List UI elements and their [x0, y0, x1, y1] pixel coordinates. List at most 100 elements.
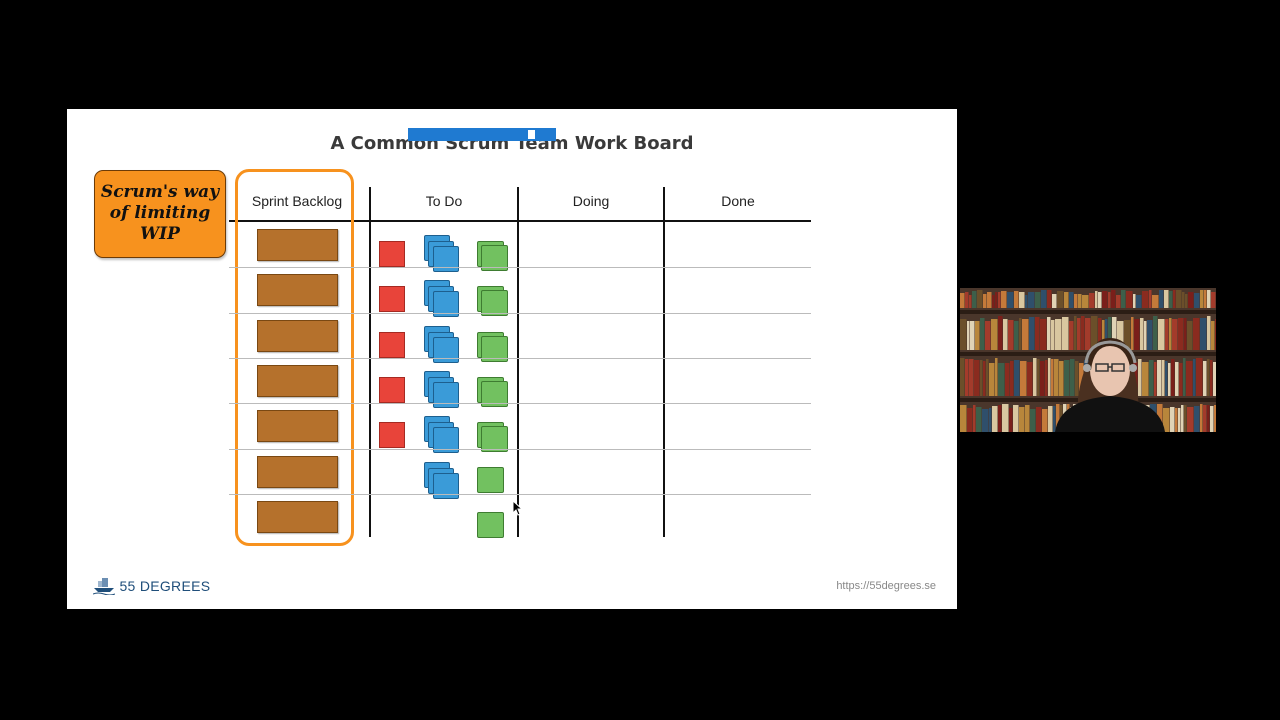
- book-spine: [1169, 291, 1173, 308]
- book-spine: [1027, 362, 1033, 396]
- book-spine: [1028, 292, 1035, 308]
- book-spine: [1064, 292, 1069, 308]
- book-spine: [1185, 294, 1188, 308]
- book-spine: [1054, 359, 1059, 396]
- task-sticky-red[interactable]: [379, 286, 405, 312]
- task-sticky-red[interactable]: [379, 241, 405, 267]
- backlog-item-card[interactable]: [257, 229, 338, 261]
- book-spine: [1035, 292, 1041, 308]
- footer-url[interactable]: https://55degrees.se: [836, 580, 936, 592]
- book-spine: [1131, 317, 1134, 350]
- book-spine: [960, 319, 967, 350]
- task-sticky-blue[interactable]: [433, 291, 459, 317]
- book-spine: [1179, 363, 1183, 396]
- backlog-item-card[interactable]: [257, 410, 338, 442]
- book-spine: [983, 361, 986, 396]
- task-sticky-red[interactable]: [379, 377, 405, 403]
- slide-progress-bar[interactable]: [408, 128, 556, 141]
- book-spine: [1124, 320, 1131, 350]
- book-spine: [1211, 292, 1216, 308]
- backlog-item-card[interactable]: [257, 501, 338, 533]
- book-spine: [1052, 294, 1057, 308]
- book-spine: [1157, 360, 1162, 396]
- book-spine: [1001, 291, 1007, 308]
- book-spine: [1207, 316, 1211, 350]
- row-divider: [229, 403, 811, 404]
- column-divider: [517, 187, 519, 537]
- task-sticky-green[interactable]: [481, 336, 508, 362]
- book-spine: [1164, 290, 1169, 308]
- bookshelf-background: [960, 288, 1216, 432]
- task-sticky-green[interactable]: [481, 381, 508, 407]
- task-sticky-red[interactable]: [379, 422, 405, 448]
- presenter-webcam: [960, 288, 1216, 432]
- task-sticky-blue[interactable]: [433, 382, 459, 408]
- task-sticky-blue[interactable]: [433, 337, 459, 363]
- book-spine: [1029, 317, 1035, 350]
- work-board: Sprint Backlog To Do Doing Done: [67, 109, 957, 609]
- book-spine: [1062, 317, 1069, 350]
- task-sticky-green[interactable]: [477, 512, 504, 538]
- book-spine: [1211, 321, 1215, 350]
- book-spine: [1133, 294, 1136, 308]
- book-spine: [1194, 293, 1200, 308]
- book-spine: [1025, 405, 1030, 432]
- task-sticky-green[interactable]: [481, 426, 508, 452]
- book-spine: [1207, 290, 1211, 308]
- book-spine: [1152, 295, 1159, 308]
- backlog-item-card[interactable]: [257, 365, 338, 397]
- book-spine: [989, 408, 992, 432]
- note-line: Scrum's way: [100, 182, 220, 202]
- task-sticky-blue[interactable]: [433, 473, 459, 499]
- book-spine: [986, 359, 989, 396]
- task-sticky-green[interactable]: [481, 290, 508, 316]
- ship-icon: [93, 578, 115, 595]
- book-spine: [1200, 290, 1204, 308]
- book-spine: [1069, 292, 1074, 308]
- book-spine: [1187, 407, 1194, 432]
- book-spine: [975, 321, 980, 350]
- progress-handle[interactable]: [528, 130, 535, 139]
- book-spine: [1041, 290, 1047, 308]
- backlog-item-card[interactable]: [257, 274, 338, 306]
- book-spine: [987, 292, 992, 308]
- book-spine: [1102, 320, 1105, 350]
- task-sticky-green[interactable]: [481, 245, 508, 271]
- book-spine: [1047, 317, 1051, 350]
- book-spine: [1207, 405, 1210, 432]
- book-spine: [1005, 363, 1010, 396]
- book-spine: [1153, 316, 1158, 350]
- book-spine: [1042, 409, 1048, 432]
- book-spine: [1082, 295, 1089, 308]
- book-spine: [1064, 360, 1070, 396]
- backlog-item-card[interactable]: [257, 320, 338, 352]
- task-sticky-blue[interactable]: [433, 246, 459, 272]
- book-spine: [1070, 359, 1075, 396]
- book-spine: [1035, 317, 1040, 350]
- book-spine: [1019, 407, 1025, 432]
- book-spine: [965, 359, 969, 396]
- book-spine: [1182, 292, 1185, 308]
- book-spine: [1037, 359, 1040, 396]
- task-sticky-red[interactable]: [379, 332, 405, 358]
- book-spine: [1085, 318, 1091, 350]
- book-spine: [995, 358, 998, 396]
- book-spine: [1193, 359, 1196, 396]
- book-spine: [1203, 361, 1207, 396]
- backlog-item-card[interactable]: [257, 456, 338, 488]
- book-spine: [1181, 405, 1184, 432]
- book-spine: [1040, 361, 1045, 396]
- book-spine: [1140, 318, 1144, 350]
- book-spine: [1142, 362, 1149, 396]
- book-spine: [1014, 291, 1019, 308]
- book-spine: [970, 321, 975, 350]
- book-spine: [1183, 358, 1186, 396]
- note-line: of limiting: [109, 203, 211, 223]
- book-spine: [1210, 360, 1213, 396]
- task-sticky-blue[interactable]: [433, 427, 459, 453]
- book-spine: [1089, 293, 1095, 308]
- book-spine: [1193, 318, 1200, 350]
- task-sticky-green[interactable]: [477, 467, 504, 493]
- book-spine: [1009, 408, 1013, 432]
- book-spine: [1108, 317, 1112, 350]
